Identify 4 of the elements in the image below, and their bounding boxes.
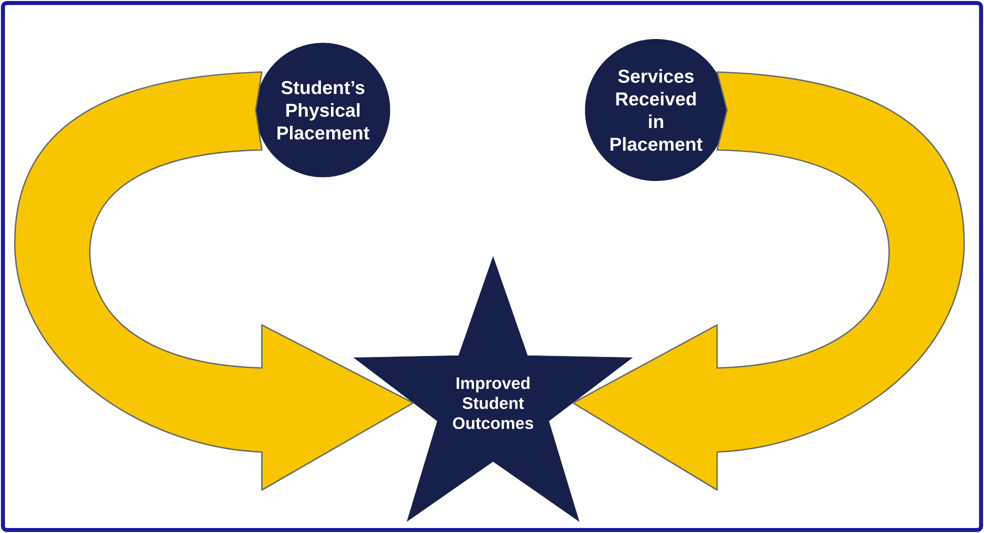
- circle-node: Services Received in Placement: [585, 38, 728, 181]
- curved-arrow: [14, 71, 414, 491]
- circle-node: Student’s Physical Placement: [256, 42, 390, 178]
- curved-arrow: [572, 71, 965, 491]
